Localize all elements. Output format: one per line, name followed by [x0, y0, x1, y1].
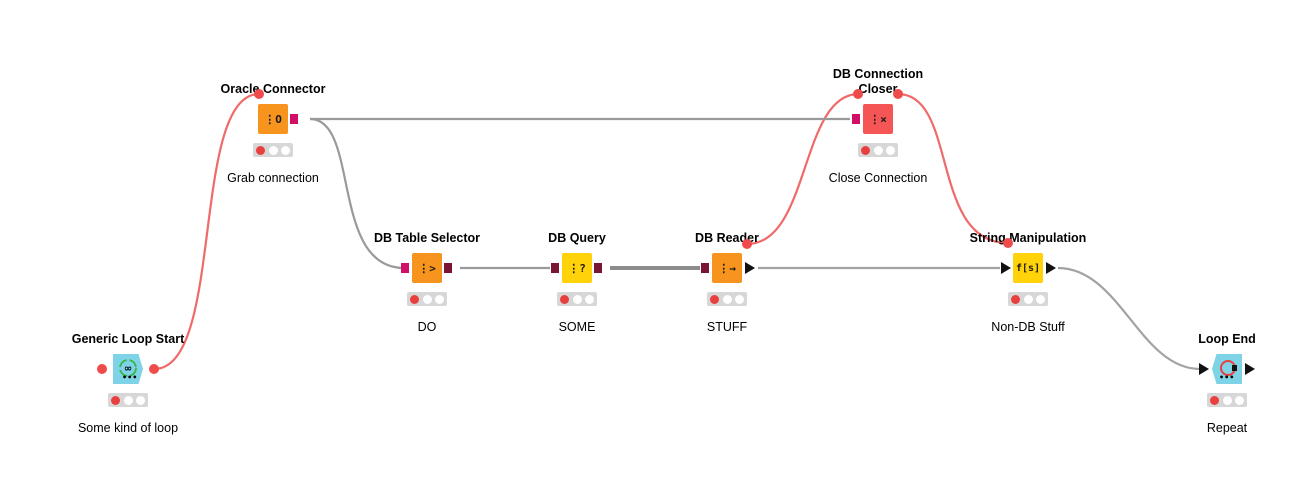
data-output-port[interactable] [1046, 262, 1056, 274]
oracle-connector-box[interactable]: ⋮O [258, 104, 288, 134]
db-table-output-port[interactable] [594, 263, 602, 273]
data-input-port[interactable] [1001, 262, 1011, 274]
status-lights [858, 143, 898, 157]
db-table-selector-box[interactable]: ⋮> [412, 253, 442, 283]
status-light-green [734, 294, 744, 304]
node-title: DB Query [548, 231, 606, 245]
data-input-port[interactable] [1199, 363, 1209, 375]
status-light-yellow [572, 294, 582, 304]
status-lights [108, 393, 148, 407]
svg-text:∞: ∞ [124, 364, 132, 375]
loop-end-box[interactable]: ••• [1212, 354, 1242, 384]
node-title: String Manipulation [969, 231, 1087, 245]
node-title-line-2: Closer [858, 82, 898, 96]
db-table-input-port[interactable] [551, 263, 559, 273]
status-lights [407, 292, 447, 306]
svg-text:•••: ••• [1219, 373, 1234, 381]
flow-input-port[interactable] [1003, 238, 1013, 248]
node-annotation[interactable]: DO [417, 320, 437, 334]
status-lights [253, 143, 293, 157]
flow-input-port[interactable] [254, 89, 264, 99]
db-query-box[interactable]: ⋮? [562, 253, 592, 283]
node-title: DB Table Selector [373, 231, 481, 245]
node-annotation[interactable]: Repeat [1206, 421, 1248, 435]
status-light-yellow [873, 145, 883, 155]
status-light-yellow [1023, 294, 1033, 304]
status-light-red [1210, 395, 1220, 405]
status-light-yellow [422, 294, 432, 304]
db-table-output-port[interactable] [444, 263, 452, 273]
status-light-green [280, 145, 290, 155]
status-lights [1008, 292, 1048, 306]
status-light-yellow [722, 294, 732, 304]
db-reader-icon: ⋮→ [718, 261, 736, 275]
status-light-red [560, 294, 570, 304]
status-light-green [1234, 395, 1244, 405]
node-annotation[interactable]: Grab connection [227, 171, 319, 185]
db-output-port[interactable] [290, 114, 298, 124]
connection-dbreader-closer[interactable] [746, 92, 859, 246]
db-table-selector-icon: ⋮> [418, 261, 436, 275]
status-light-red [111, 395, 121, 405]
connection-loopstart-oracle[interactable] [153, 92, 260, 371]
status-light-green [434, 294, 444, 304]
svg-text:•••: ••• [122, 373, 137, 381]
string-manipulation-box[interactable]: f[s] [1013, 253, 1043, 283]
db-query-icon: ⋮? [568, 261, 586, 275]
node-annotation[interactable]: Close Connection [828, 171, 928, 185]
status-light-red [861, 145, 871, 155]
db-input-port[interactable] [401, 263, 409, 273]
flow-output-port[interactable] [893, 89, 903, 99]
string-manipulation-icon: f[s] [1015, 262, 1041, 274]
connection-closer-stringmanip[interactable] [897, 92, 1009, 245]
loop-start-box[interactable]: ∞ ••• [113, 354, 143, 384]
loop-infinity-icon: ∞ ••• [119, 359, 137, 381]
status-light-yellow [123, 395, 133, 405]
node-title: Generic Loop Start [71, 332, 185, 346]
node-annotation[interactable]: STUFF [706, 320, 748, 334]
node-annotation[interactable]: SOME [558, 320, 596, 334]
db-connection-closer-box[interactable]: ⋮× [863, 104, 893, 134]
connection-stringmanip-loopend[interactable] [1057, 266, 1201, 371]
node-title: Loop End [1198, 332, 1256, 346]
status-light-red [410, 294, 420, 304]
status-light-green [885, 145, 895, 155]
status-light-green [1035, 294, 1045, 304]
node-title: Oracle Connector [220, 82, 326, 96]
status-light-red [1011, 294, 1021, 304]
status-light-yellow [268, 145, 278, 155]
flow-input-port[interactable] [97, 364, 107, 374]
connection-oracle-tableselector[interactable] [309, 117, 405, 270]
status-light-green [584, 294, 594, 304]
db-reader-box[interactable]: ⋮→ [712, 253, 742, 283]
status-lights [707, 292, 747, 306]
flow-output-port[interactable] [742, 239, 752, 249]
flow-output-port[interactable] [149, 364, 159, 374]
status-light-red [710, 294, 720, 304]
db-close-icon: ⋮× [869, 112, 887, 126]
status-lights [1207, 393, 1247, 407]
status-light-green [135, 395, 145, 405]
node-title-line-1: DB Connection [832, 67, 924, 81]
db-table-input-port[interactable] [701, 263, 709, 273]
status-light-yellow [1222, 395, 1232, 405]
db-input-port[interactable] [852, 114, 860, 124]
database-connector-icon: ⋮O [264, 112, 282, 126]
data-output-port[interactable] [1245, 363, 1255, 375]
flow-input-port[interactable] [853, 89, 863, 99]
status-light-red [256, 145, 266, 155]
node-annotation[interactable]: Some kind of loop [77, 421, 179, 435]
data-output-port[interactable] [745, 262, 755, 274]
loop-end-icon: ••• [1219, 360, 1237, 381]
node-annotation[interactable]: Non-DB Stuff [991, 320, 1065, 334]
status-lights [557, 292, 597, 306]
